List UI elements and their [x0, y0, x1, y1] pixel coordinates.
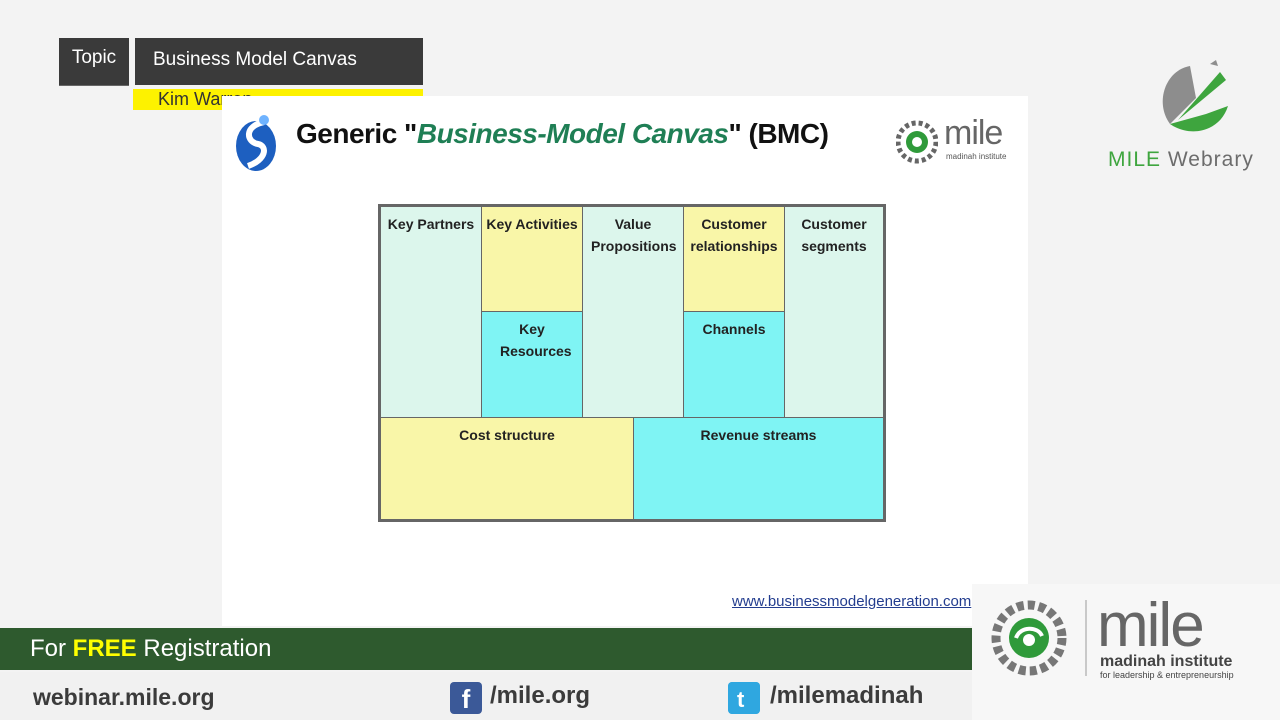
slide-brand-text: mile	[944, 114, 1003, 152]
facebook-link[interactable]: /mile.org	[490, 682, 591, 709]
footer-institute-text: madinah institute	[1100, 653, 1233, 670]
registration-banner: For FREE Registration	[0, 628, 972, 670]
source-link[interactable]: www.businessmodelgeneration.com	[732, 593, 972, 610]
twitter-link[interactable]: /milemadinah	[770, 682, 924, 709]
cell-value-propositions: Value Propositions	[582, 206, 684, 418]
presentation-slide: Generic "Business-Model Canvas" (BMC) mi…	[222, 96, 1028, 626]
business-model-canvas: Key Partners Key Activities Key Resource…	[378, 204, 886, 522]
cell-key-activities: Key Activities	[481, 206, 583, 312]
cell-key-partners: Key Partners	[380, 206, 482, 418]
svg-text:t: t	[737, 687, 745, 712]
cell-customer-segments: Customer segments	[784, 206, 884, 418]
webrary-label: MILE Webrary	[1108, 148, 1254, 171]
cell-key-resources: Key Resources	[481, 311, 583, 418]
topic-tag: Topic	[59, 38, 129, 86]
cell-customer-relationships: Customer relationships	[683, 206, 785, 312]
footer-subtitle-text: for leadership & entrepreneurship	[1100, 670, 1234, 680]
links-bar	[0, 672, 972, 720]
slide-logo-icon	[236, 115, 276, 171]
slide-title: Generic "Business-Model Canvas" (BMC)	[296, 118, 829, 149]
slide-mile-emblem-icon	[896, 120, 938, 164]
footer-brand-text: mile	[1097, 591, 1205, 660]
cell-revenue-streams: Revenue streams	[633, 417, 884, 520]
topic-title: Business Model Canvas	[135, 38, 423, 85]
mile-emblem-icon	[991, 600, 1067, 676]
webrary-logo-icon	[1162, 60, 1228, 132]
website-link[interactable]: webinar.mile.org	[33, 684, 215, 710]
facebook-icon[interactable]: f	[450, 682, 482, 714]
footer-divider	[1085, 600, 1087, 676]
cell-cost-structure: Cost structure	[380, 417, 634, 520]
twitter-icon[interactable]: t	[728, 682, 760, 714]
slide-brand-sub: madinah institute	[946, 152, 1007, 161]
cell-channels: Channels	[683, 311, 785, 418]
